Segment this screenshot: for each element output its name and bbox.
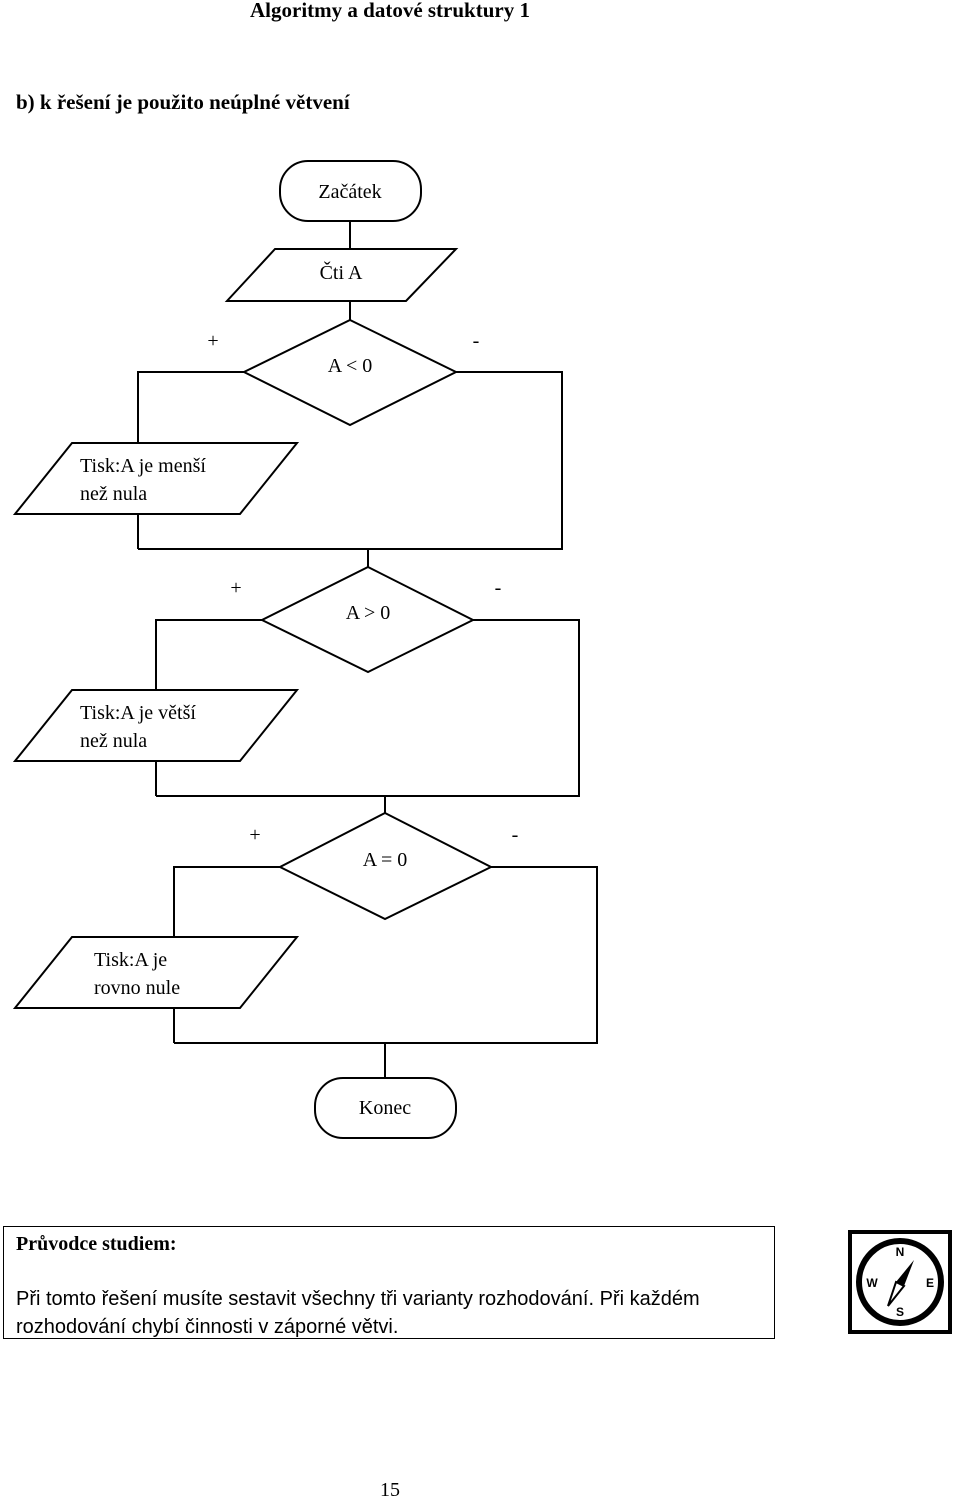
flowchart: Začátek Čti A A < 0 + - Tisk:A je menší …	[12, 160, 598, 1139]
study-guide-text: Při tomto řešení musíte sestavit všechny…	[16, 1288, 700, 1338]
output2-line1: Tisk:A je větší	[80, 702, 196, 724]
output1-line2: než nula	[80, 483, 147, 505]
output3-parallelogram	[12, 936, 300, 1009]
compass-letter-n: N	[896, 1245, 905, 1259]
output3-line1: Tisk:A je	[94, 949, 167, 971]
page-number: 15	[380, 1479, 400, 1501]
compass-letter-s: S	[896, 1305, 904, 1319]
decision2-yes-label: +	[230, 577, 241, 599]
compass-letter-w: W	[866, 1276, 878, 1290]
input-parallelogram	[224, 248, 459, 302]
end-terminal	[314, 1077, 457, 1139]
decision1-label: A < 0	[328, 355, 373, 377]
decision3-label: A = 0	[363, 849, 408, 871]
output2-line2: než nula	[80, 730, 147, 752]
page-header: Algoritmy a datové struktury 1	[250, 0, 530, 22]
study-guide-title: Průvodce studiem:	[16, 1233, 177, 1255]
decision2-no-label: -	[495, 577, 502, 599]
decision2-label: A > 0	[346, 602, 391, 624]
output2-parallelogram	[12, 689, 300, 762]
decision2-diamond	[259, 565, 476, 674]
decision1-no-label: -	[473, 330, 480, 352]
decision3-diamond	[277, 811, 494, 921]
decision3-no-label: -	[512, 824, 519, 846]
end-label: Konec	[359, 1097, 411, 1119]
output3-line2: rovno nule	[94, 977, 180, 999]
compass-letter-e: E	[926, 1276, 934, 1290]
input-label: Čti A	[320, 260, 363, 284]
decision1-diamond	[241, 318, 459, 427]
section-title: b) k řešení je použito neúplné větvení	[16, 90, 350, 114]
study-guide-box: Průvodce studiem: Při tomto řešení musít…	[3, 1226, 775, 1339]
output1-line1: Tisk:A je menší	[80, 455, 206, 477]
decision1-yes-label: +	[207, 330, 218, 352]
decision3-yes-label: +	[249, 824, 260, 846]
output1-parallelogram	[12, 442, 300, 515]
compass-icon: N W E S	[848, 1230, 952, 1334]
start-label: Začátek	[318, 181, 381, 203]
